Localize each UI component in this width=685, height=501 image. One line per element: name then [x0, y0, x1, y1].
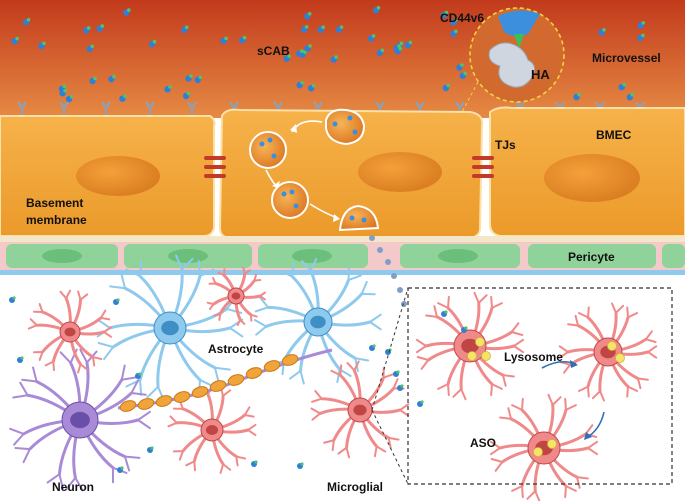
zoom-panel: [407, 287, 673, 485]
label-microglial: Microglial: [327, 480, 384, 494]
microvessel-lumen: [0, 0, 685, 118]
label-microvessel: Microvessel: [592, 51, 661, 65]
label-basement: Basement: [26, 196, 84, 210]
transcytosis-vesicles: [249, 108, 380, 232]
label-cd44v6: CD44v6: [440, 11, 485, 25]
label-astrocyte: Astrocyte: [208, 342, 264, 356]
pericyte-layer: [0, 242, 685, 270]
endocytic-vesicle: [325, 108, 366, 146]
vesicle-1: [249, 131, 287, 169]
label-ha: HA: [531, 67, 550, 82]
nucleus-left: [76, 156, 160, 196]
label-bmec: BMEC: [596, 128, 632, 142]
label-tjs: TJs: [495, 138, 516, 152]
scab-particles: [11, 5, 646, 103]
label-scab: sCAB: [257, 44, 290, 58]
basement-membrane: [0, 236, 685, 242]
zoom-lines: [371, 287, 409, 485]
ha-inset: [461, 7, 565, 113]
vesicle-2: [271, 181, 309, 219]
blue-stripe: [0, 270, 685, 275]
nucleus-center: [358, 152, 442, 192]
axon: [117, 348, 333, 412]
label-membrane: membrane: [26, 213, 87, 227]
exocytic-vesicle: [338, 204, 380, 232]
label-neuron: Neuron: [52, 480, 94, 494]
label-pericyte: Pericyte: [568, 250, 615, 264]
myelin-sheath: [119, 354, 299, 412]
brain-cells: [9, 254, 658, 501]
label-lysosome: Lysosome: [504, 350, 563, 364]
nucleus-right: [544, 154, 640, 202]
tight-junctions: [204, 156, 494, 178]
label-aso: ASO: [470, 436, 497, 450]
